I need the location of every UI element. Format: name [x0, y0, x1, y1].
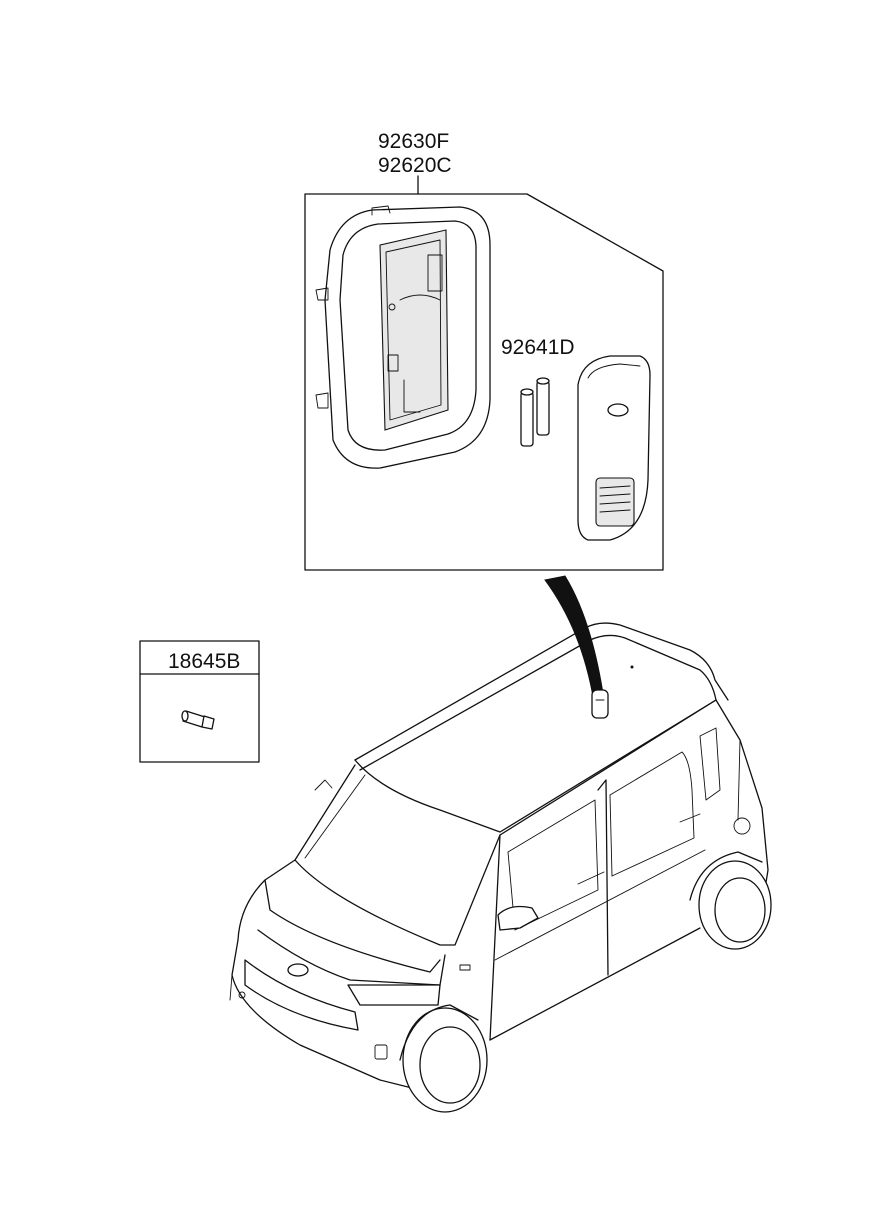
bulb-detail-box — [139, 640, 260, 763]
vehicle-illustration — [229, 622, 772, 1113]
callout-18645B[interactable]: 18645B — [168, 650, 240, 673]
callout-92620C[interactable]: 92620C — [378, 154, 452, 177]
callout-92641D[interactable]: 92641D — [501, 336, 575, 359]
detail-box — [304, 193, 664, 571]
logo-badge — [607, 403, 629, 417]
wedge-bulb[interactable] — [181, 710, 215, 730]
room-lamp-housing[interactable] — [315, 205, 491, 469]
callout-92630F[interactable]: 92630F — [378, 130, 449, 153]
location-pointer — [544, 575, 605, 703]
lamp-lens-cover[interactable] — [577, 355, 651, 541]
festoon-bulbs[interactable] — [520, 377, 550, 447]
switch-grille — [595, 477, 635, 527]
